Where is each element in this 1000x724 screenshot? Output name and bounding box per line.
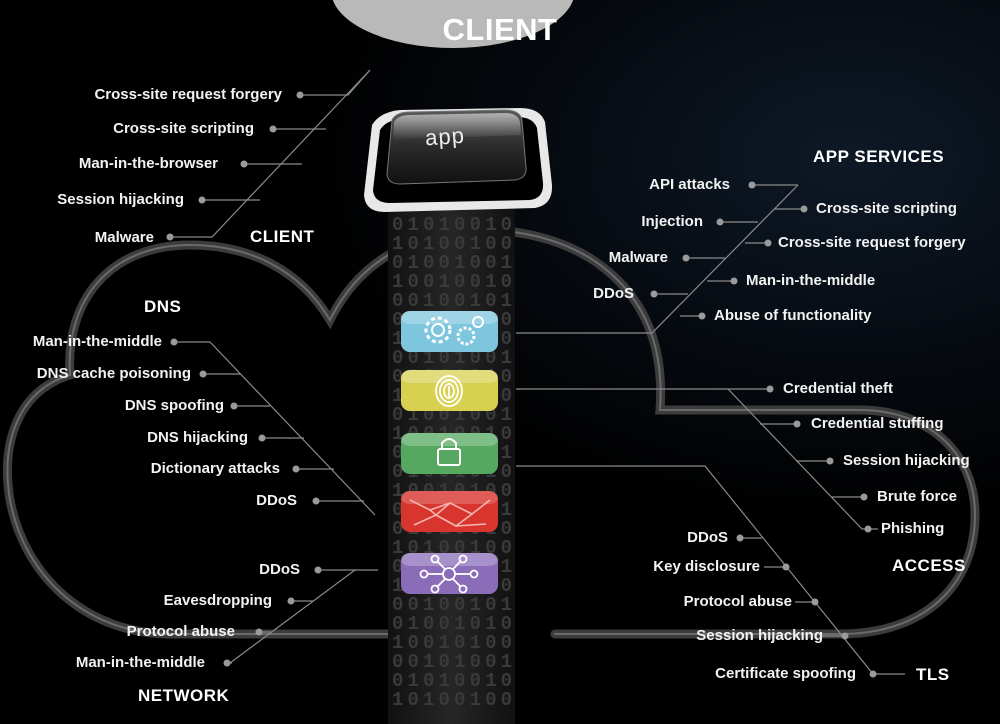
padlock-icon bbox=[401, 433, 498, 474]
connector-dots bbox=[166, 91, 877, 678]
tls-item-5: Certificate spoofing bbox=[715, 665, 856, 682]
client-item-3: Man-in-the-browser bbox=[78, 155, 218, 172]
client-item-5: Malware bbox=[94, 229, 154, 246]
tls-item-3: Protocol abuse bbox=[683, 593, 792, 610]
network-item-3: Protocol abuse bbox=[126, 623, 235, 640]
dns-item-3: DNS spoofing bbox=[124, 397, 224, 414]
gears-icon bbox=[401, 311, 498, 352]
cloud-outline-inner bbox=[6, 228, 977, 635]
access-item-2: Credential stuffing bbox=[811, 415, 944, 432]
access-item-4: Brute force bbox=[877, 488, 958, 505]
client-item-4: Session hijacking bbox=[57, 191, 184, 208]
dns-item-6: DDoS bbox=[256, 492, 297, 509]
app-services-item-8: Abuse of functionality bbox=[714, 307, 872, 324]
app-services-item-2: Cross-site scripting bbox=[816, 200, 957, 217]
dns-item-2: DNS cache poisoning bbox=[36, 365, 191, 382]
client-item-1: Cross-site request forgery bbox=[94, 86, 282, 103]
tls-item-1: DDoS bbox=[687, 529, 728, 546]
app-services-item-6: Man-in-the-middle bbox=[746, 272, 876, 289]
access-item-3: Session hijacking bbox=[843, 452, 970, 469]
network-item-4: Man-in-the-middle bbox=[75, 654, 205, 671]
network-map-icon bbox=[401, 491, 498, 532]
network-item-1: DDoS bbox=[259, 561, 300, 578]
access-item-5: Phishing bbox=[881, 520, 945, 537]
client-title: CLIENT bbox=[442, 12, 558, 47]
app-services-item-1: API attacks bbox=[649, 176, 730, 193]
dns-item-5: Dictionary attacks bbox=[150, 460, 280, 477]
tls-item-4: Session hijacking bbox=[696, 627, 823, 644]
network-item-2: Eavesdropping bbox=[163, 592, 272, 609]
app-services-item-7: DDoS bbox=[593, 285, 634, 302]
app-button bbox=[364, 108, 553, 212]
fingerprint-icon bbox=[401, 370, 498, 411]
tls-heading: TLS bbox=[916, 665, 950, 684]
client-heading: CLIENT bbox=[250, 227, 315, 246]
client-dome bbox=[332, 0, 574, 48]
access-item-1: Credential theft bbox=[783, 380, 894, 397]
dns-item-4: DNS hijacking bbox=[147, 429, 248, 446]
app-services-item-5: Malware bbox=[608, 249, 668, 266]
client-item-2: Cross-site scripting bbox=[113, 120, 254, 137]
hub-nodes-icon bbox=[401, 553, 498, 594]
dns-item-1: Man-in-the-middle bbox=[32, 333, 162, 350]
network-heading: NETWORK bbox=[138, 686, 230, 705]
access-heading: ACCESS bbox=[892, 556, 966, 575]
dns-heading: DNS bbox=[144, 297, 182, 316]
tls-item-2: Key disclosure bbox=[653, 558, 760, 575]
app-services-item-3: Injection bbox=[641, 213, 703, 230]
app-services-heading: APP SERVICES bbox=[813, 147, 945, 166]
app-services-item-4: Cross-site request forgery bbox=[778, 234, 966, 251]
